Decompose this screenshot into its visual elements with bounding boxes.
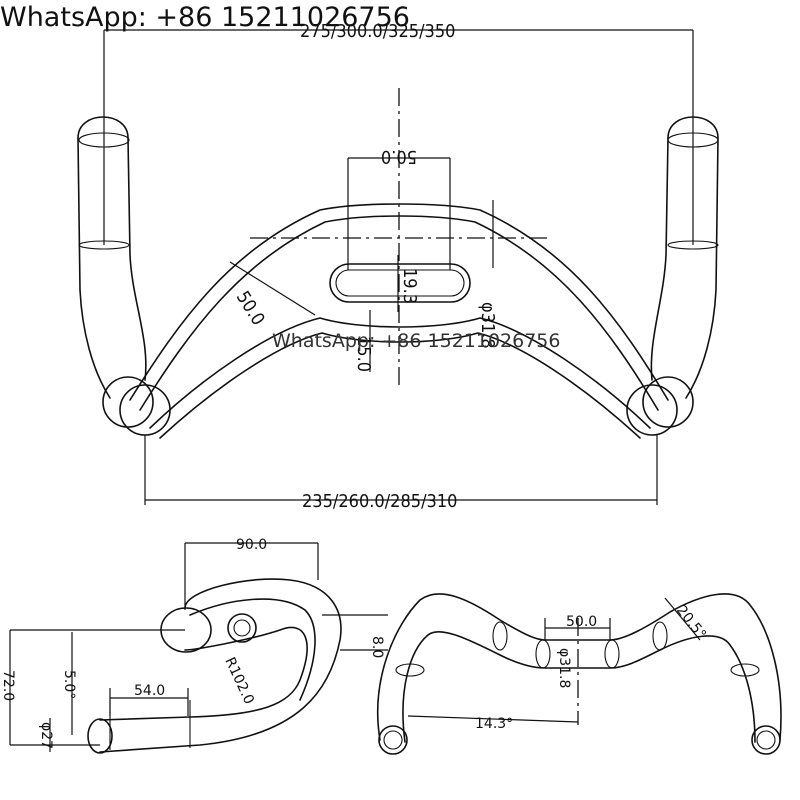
- front-clamp-diameter-label: φ31.8: [556, 648, 572, 688]
- top-bar-inner-2: [159, 332, 641, 439]
- front-seg-ring-left: [492, 621, 508, 651]
- side-clamp-bore: [227, 613, 257, 643]
- side-bar-inner: [99, 626, 308, 721]
- left-bend-circle-2: [119, 384, 171, 436]
- slot-height-label: 19.3: [399, 268, 420, 304]
- reach-label: 90.0: [236, 537, 267, 553]
- end-diameter-label: φ27: [38, 722, 54, 749]
- top-bar-inner: [149, 317, 651, 429]
- drop-label: 72.0: [0, 670, 16, 701]
- front-right-end: [751, 725, 781, 755]
- side-view: 90.0 72.0 5.0° φ27 54.0 R102.0 8.0: [0, 537, 388, 754]
- top-width-label: 275/300.0/325/350: [300, 21, 455, 42]
- sweep-angle-dim-line: [664, 597, 701, 641]
- straight-length-label: 54.0: [134, 683, 165, 699]
- front-tape-left: [395, 663, 425, 677]
- top-view: 275/300.0/325/350 50.0 19.3 φ31.8 50.0 1…: [77, 21, 719, 512]
- radius-label: R102.0: [221, 655, 257, 707]
- front-seg-ring-right: [652, 621, 668, 651]
- tube-diameter-label: φ31.8: [477, 302, 498, 349]
- bottom-width-label: 235/260.0/285/310: [302, 491, 457, 512]
- front-view: 50.0 φ31.8 14.3° 20.5°: [376, 593, 782, 755]
- front-tape-right: [730, 663, 760, 677]
- flare-angle-label: 14.3°: [475, 716, 513, 732]
- right-bend-circle: [642, 376, 694, 428]
- left-drop-inner: [77, 137, 111, 399]
- rise-dim-line: [229, 261, 316, 316]
- side-bar-mid: [189, 598, 316, 701]
- front-clamp-width-label: 50.0: [566, 614, 597, 630]
- front-left-end-inner: [383, 730, 403, 750]
- right-drop-inner: [650, 137, 669, 381]
- clamp-width-label: 50.0: [381, 146, 417, 167]
- front-bar-inner: [402, 631, 756, 743]
- front-clamp-right-ring: [604, 639, 620, 669]
- sweep-angle-label: 20.5°: [673, 603, 709, 643]
- front-clamp-left-ring: [535, 639, 551, 669]
- flare-offset-label: 5.0°: [61, 670, 77, 699]
- left-bend-circle: [102, 376, 154, 428]
- left-drop-outer: [77, 116, 147, 381]
- watermark-top: WhatsApp: +86 15211026756: [0, 2, 410, 33]
- watermark-middle: WhatsApp: +86 15211026756: [272, 330, 561, 352]
- drop-offset-label: 15.0: [353, 336, 374, 372]
- right-drop-outer: [667, 116, 719, 399]
- cable-slot: [329, 263, 471, 303]
- right-bend-circle-2: [626, 384, 678, 436]
- cable-slot-inner: [335, 269, 465, 297]
- side-drop-end: [87, 718, 113, 754]
- flare-angle-dim-line: [407, 715, 579, 723]
- side-clamp-bore-inner: [233, 619, 251, 637]
- rise-angle-label: 8.0: [369, 636, 385, 658]
- front-right-end-inner: [756, 730, 776, 750]
- front-left-end: [378, 725, 408, 755]
- top-bar-outer-2: [139, 215, 659, 411]
- rise-length-label: 50.0: [232, 288, 269, 330]
- top-bar-outer: [129, 203, 669, 401]
